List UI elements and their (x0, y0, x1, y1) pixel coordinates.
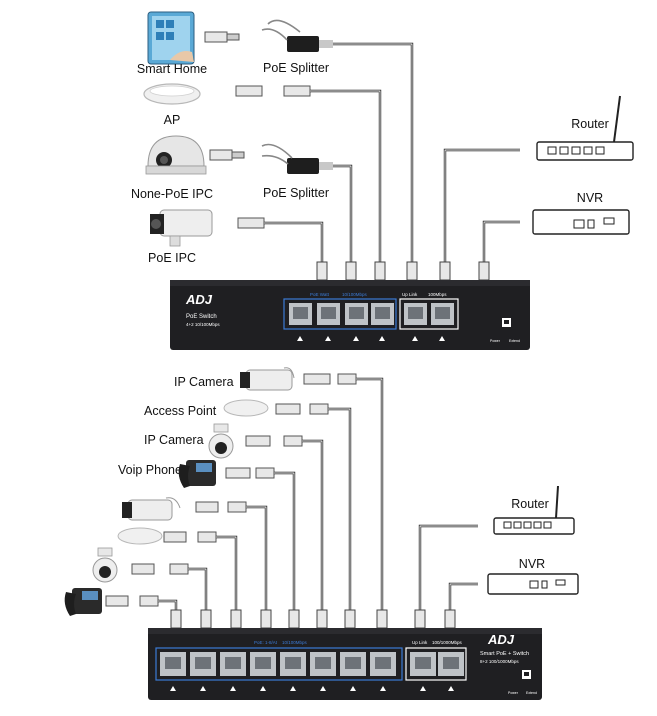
nvr-icon (532, 209, 630, 235)
top-diagram: Smart Home PoE Splitter AP (131, 11, 634, 350)
access-point-icon (143, 83, 201, 105)
rj45-plug-icon (255, 467, 275, 479)
label-smart-home: Smart Home (137, 62, 207, 76)
top-cables (264, 42, 520, 268)
smart-home-icon (147, 11, 195, 65)
poe-port-group-top (283, 298, 397, 330)
router-icon (493, 485, 575, 535)
access-point-icon (223, 399, 269, 417)
rj45-plug-icon (169, 563, 189, 575)
label-poe-splitter-1: PoE Splitter (263, 61, 329, 75)
switch-model-top: PoE Switch (186, 314, 217, 320)
label-ap: AP (164, 113, 181, 127)
label-voip-phone: Voip Phone (118, 463, 182, 477)
label-ip-camera-2: IP Camera (144, 433, 204, 447)
led-extend-top: Extend (509, 339, 520, 343)
switch-spec-top: 4+2 10/100Mbps (186, 322, 220, 327)
bottom-diagram: IP Camera Access Point IP Camera Voip Ph… (64, 367, 579, 700)
brand-logo-top: ADJ (185, 292, 213, 307)
port-arrow-icons-bottom (170, 686, 454, 691)
led-power-top: Power (490, 339, 501, 343)
rj45-plug-icon (163, 531, 187, 543)
rj45-plug-icon (139, 595, 159, 607)
rj45-ports-top (289, 303, 454, 325)
dc-plug-icon (226, 33, 240, 41)
top-cable-plugs (316, 261, 490, 281)
dc-plug-icon (231, 151, 245, 159)
rj45-plug-icon (195, 501, 219, 513)
rj45-ports-bottom (160, 652, 464, 676)
port-arrow-icons-top (297, 336, 445, 341)
rj45-plug-icon (303, 373, 331, 385)
uplink-port-group-top (399, 298, 459, 330)
poe-group-speed-top: 10/100Mbps (342, 292, 368, 297)
speed-dome-camera-icon (92, 547, 118, 583)
nvr-icon (487, 573, 579, 595)
label-access-point: Access Point (144, 404, 217, 418)
poe-group-speed-bottom: 10/100Mbps (282, 640, 308, 645)
label-none-poe-ipc: None-PoE IPC (131, 187, 213, 201)
rj45-plug-icon (225, 467, 251, 479)
rj45-plug-icon (283, 435, 303, 447)
voip-phone-icon (64, 588, 102, 616)
rj45-plug-icon (209, 149, 233, 161)
uplink-label-bottom: Up Link (412, 640, 428, 645)
brand-logo-bottom: ADJ (487, 632, 515, 647)
router-icon (536, 95, 634, 161)
rj45-plug-icon (204, 31, 228, 43)
bottom-smart-poe-switch: PoE: 1-8/At 10/100Mbps Up Link 100/1000M… (148, 628, 542, 700)
label-router-bottom: Router (511, 497, 549, 511)
poe-port-group-bottom (155, 647, 403, 681)
rj45-plug-icon (283, 85, 311, 97)
top-poe-switch: ADJ PoE Switch 4+2 10/100Mbps PoE Watt 1… (170, 280, 530, 350)
bottom-cables (158, 377, 478, 616)
rj45-plug-icon (227, 501, 247, 513)
bullet-camera-icon (240, 367, 295, 391)
uplink-speed-bottom: 100/1000Mbps (432, 640, 463, 645)
bullet-camera-icon (122, 497, 181, 521)
uplink-port-group-bottom (405, 647, 467, 681)
label-nvr-top: NVR (577, 191, 603, 205)
bullet-camera-icon (150, 209, 213, 247)
rj45-plug-icon (235, 85, 263, 97)
poe-group-label-top: PoE Watt (310, 292, 330, 297)
rj45-plug-icon (131, 563, 155, 575)
poe-group-label-bottom: PoE: 1-8/At (254, 640, 278, 645)
bottom-cable-plugs (170, 609, 456, 629)
uplink-speed-top: 100Mbps (428, 292, 447, 297)
rj45-plug-icon (197, 531, 217, 543)
poe-splitter-icon (261, 19, 333, 52)
rj45-plug-icon (105, 595, 129, 607)
rj45-plug-icon (237, 217, 265, 229)
access-point-icon (117, 527, 163, 545)
poe-splitter-icon (261, 143, 333, 174)
rj45-plug-icon (245, 435, 271, 447)
label-nvr-bottom: NVR (519, 557, 545, 571)
label-poe-splitter-2: PoE Splitter (263, 186, 329, 200)
voip-phone-icon (178, 460, 216, 488)
switch-model-bottom: Smart PoE + Switch (480, 651, 529, 657)
label-router-top: Router (571, 117, 609, 131)
label-poe-ipc: PoE IPC (148, 251, 196, 265)
dome-camera-icon (145, 135, 207, 175)
speed-dome-camera-icon (208, 423, 234, 459)
rj45-plug-icon (275, 403, 301, 415)
label-ip-camera-1: IP Camera (174, 375, 234, 389)
rj45-plug-icon (337, 373, 357, 385)
switch-spec-bottom: 8+2 100/1000Mbps (480, 659, 519, 664)
led-extend-bottom: Extend (526, 691, 537, 695)
led-power-bottom: Power (508, 691, 519, 695)
uplink-label-top: Up Link (402, 292, 418, 297)
rj45-plug-icon (309, 403, 329, 415)
